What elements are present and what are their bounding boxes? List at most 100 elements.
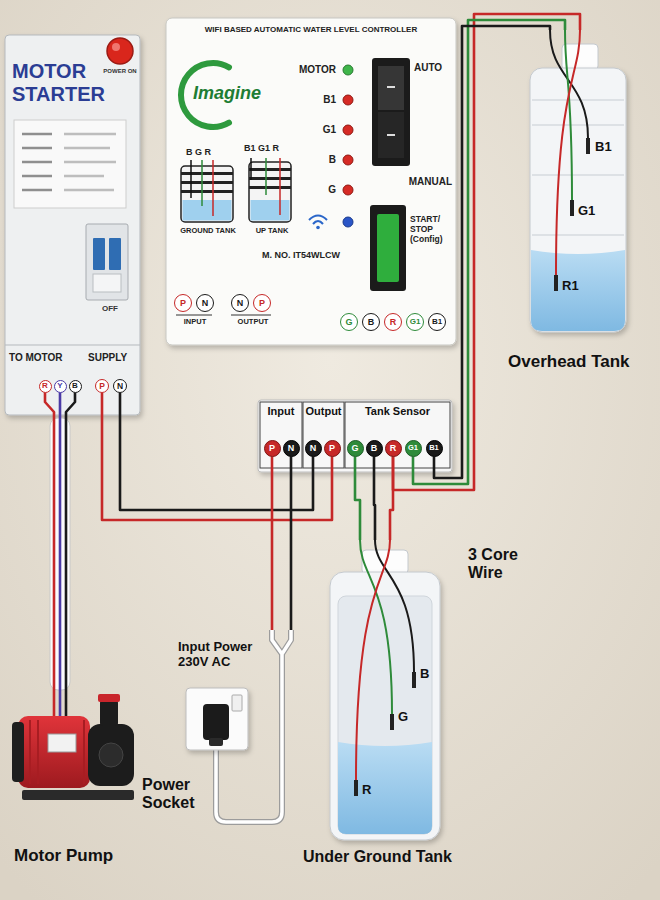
terminal-letter: R (42, 382, 48, 390)
controller-housing (251, 200, 290, 221)
terminal-strip-housing (303, 402, 344, 468)
motor-starter-housing (5, 345, 140, 346)
wire-connector (374, 457, 375, 541)
wire-terminal: Y (54, 380, 67, 393)
controller-housing (212, 160, 214, 216)
model-number: M. NO. IT54WLCW (262, 250, 362, 260)
wire-terminal: B1 (426, 440, 443, 457)
wire-connector (393, 14, 580, 490)
underground-tank-drawing (354, 780, 358, 796)
motor-pump-drawing (12, 722, 24, 782)
wire-terminal: G1 (406, 313, 424, 331)
wire-terminal: P (95, 379, 109, 393)
controller-housing (343, 217, 353, 227)
motor-pump-drawing (53, 690, 56, 716)
controller-panel: WIFI BASED AUTOMATIC WATER LEVEL CONTROL… (166, 18, 456, 345)
motor-starter-housing (109, 238, 121, 270)
terminal-letter: B (371, 444, 378, 453)
terminal-letter: B (72, 382, 78, 390)
controller-housing (176, 315, 212, 316)
wire-terminal: R (384, 313, 402, 331)
wire-label: 3 Core Wire (468, 546, 540, 583)
switch-label: AUTO (414, 62, 452, 74)
button-label: POWER ON (102, 68, 138, 75)
motor-starter-housing (93, 238, 105, 270)
motor-pump-drawing (59, 690, 62, 716)
controller-housing (377, 214, 399, 282)
wire-connector (120, 393, 313, 510)
controller-housing (343, 65, 353, 75)
underground-tank-drawing (330, 540, 440, 840)
motor-pump-drawing (12, 690, 134, 800)
motor-pump-drawing (30, 720, 84, 784)
motor-pump-drawing (18, 716, 90, 788)
controller-housing (378, 112, 404, 158)
motor-pump-drawing (99, 743, 123, 767)
motor-starter-housing (93, 274, 121, 292)
power-socket-drawing (203, 704, 229, 740)
motor-pump-drawing (88, 724, 134, 786)
underground-tank-drawing (362, 550, 408, 574)
wire-terminal: G (347, 440, 364, 457)
wire-connector (271, 457, 274, 631)
controller-housing (181, 190, 233, 193)
controller-housing (387, 134, 395, 136)
overhead-tank-drawing (530, 68, 626, 332)
overhead-tank-drawing (532, 100, 624, 235)
probe-label: G1 (578, 204, 602, 219)
wire-group (45, 14, 580, 690)
brand-logo: Imagine (193, 83, 273, 104)
controller-housing (183, 200, 232, 221)
underground-tank-drawing (360, 540, 392, 714)
motor-starter-housing (112, 43, 120, 51)
group-label: Tank Sensor (345, 405, 450, 418)
motor-starter-housing (5, 35, 140, 415)
wire-terminal: B (366, 440, 383, 457)
underground-tank-drawing (375, 540, 414, 672)
wire-connector (355, 457, 360, 541)
component-caption: Power Socket (142, 776, 210, 813)
terminal-letter: G1 (410, 318, 421, 326)
motor-pump-drawing (65, 690, 68, 716)
wire-terminal: N (196, 294, 214, 312)
probe-label: R1 (562, 279, 586, 294)
probe-label: G (398, 710, 416, 725)
switch-state: OFF (90, 304, 130, 313)
terminal-letter: Y (57, 382, 62, 390)
group-label: Input (260, 405, 302, 418)
terminal-group-label: TO MOTOR (9, 352, 83, 364)
wire-connector (290, 457, 293, 631)
underground-tank-drawing (338, 596, 432, 834)
probe-letters: B1 G1 R (244, 143, 296, 153)
terminal-letter: N (310, 444, 317, 453)
wire-terminal: N (283, 440, 300, 457)
controller-housing (316, 226, 320, 230)
terminal-letter: N (117, 382, 123, 391)
wire-terminal: P (174, 294, 192, 312)
indicator-label: G1 (288, 124, 336, 136)
controller-housing (190, 160, 192, 198)
wire-terminal: P (264, 440, 281, 457)
overhead-tank-drawing (556, 30, 580, 275)
wire-terminal: B (362, 313, 380, 331)
controller-housing (343, 155, 353, 165)
power-socket-drawing (209, 738, 223, 746)
overhead-tank-drawing (554, 275, 558, 291)
controller-housing (201, 160, 203, 206)
underground-tank-drawing (390, 714, 394, 730)
controller-housing (279, 158, 281, 215)
panel-heading: MOTOR STARTER (12, 60, 118, 106)
tank-label: UP TANK (248, 227, 296, 236)
motor-starter-housing (5, 35, 140, 690)
controller-housing (343, 185, 353, 195)
terminal-letter: B1 (432, 318, 442, 326)
probe-label: R (362, 783, 380, 798)
controller-housing (249, 168, 291, 171)
controller-housing (166, 18, 456, 345)
underground-tank-drawing (338, 742, 432, 834)
motor-pump: Motor Pump (5, 690, 140, 880)
controller-housing (372, 58, 410, 166)
